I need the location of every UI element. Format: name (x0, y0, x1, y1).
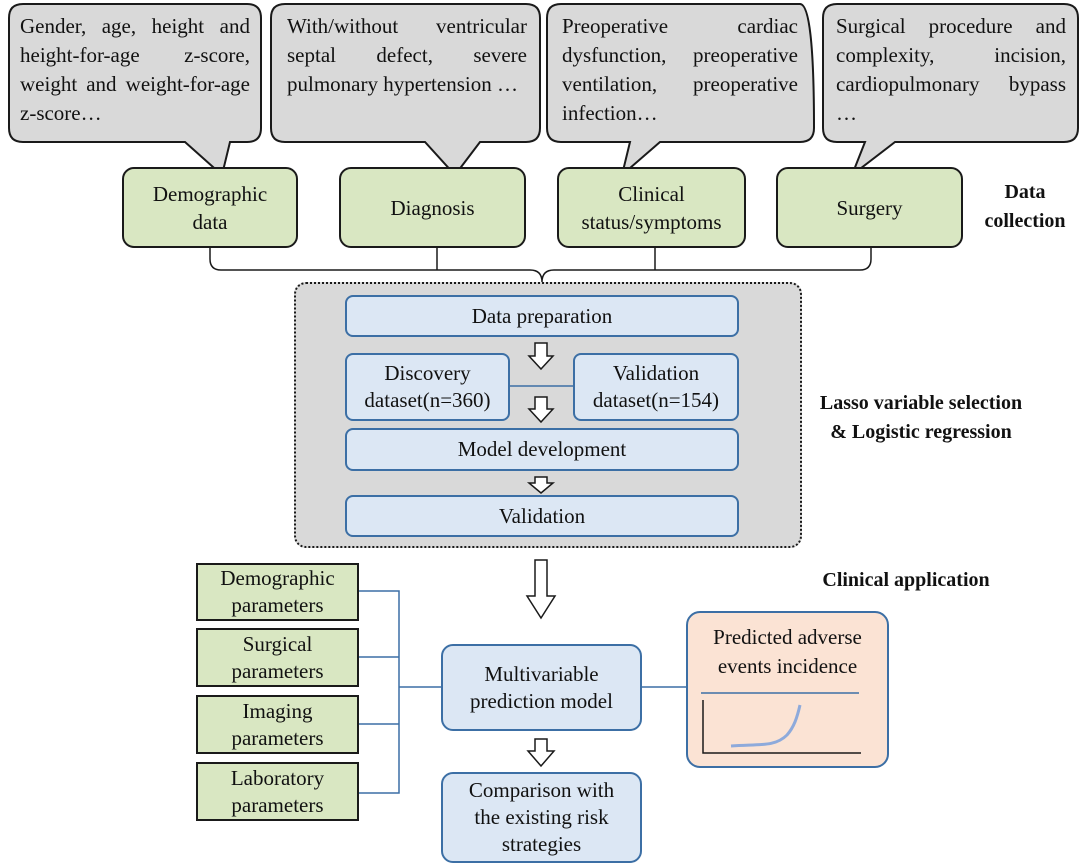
box-clinical-status: Clinical status/symptoms (557, 167, 746, 248)
box-imaging-parameters: Imaging parameters (196, 695, 359, 754)
box-discovery-dataset: Discovery dataset(n=360) (345, 353, 510, 421)
box-model-development: Model development (345, 428, 739, 471)
box-predicted-incidence (686, 611, 889, 768)
arrow-panel-to-application (525, 559, 557, 620)
speech-bubble-clinical (546, 3, 816, 178)
predicted-curve (730, 704, 802, 748)
label-lasso-logistic: Lasso variable selection & Logistic regr… (819, 392, 1023, 443)
arrow-datasets-to-development (527, 396, 555, 424)
box-data-preparation: Data preparation (345, 295, 739, 337)
label-clinical-application: Clinical application (822, 569, 990, 591)
box-surgical-parameters: Surgical parameters (196, 628, 359, 687)
predicted-incidence-title: Predicted adverse events incidence (713, 625, 862, 678)
box-demographic-data: Demographic data (122, 167, 298, 248)
speech-bubble-diagnosis (270, 3, 541, 177)
predicted-axes (702, 700, 861, 754)
label-data-collection: Data collection (984, 181, 1066, 232)
box-validation: Validation (345, 495, 739, 537)
arrow-model-to-comparison (526, 738, 556, 768)
box-diagnosis: Diagnosis (339, 167, 526, 248)
bubble-text-demographic: Gender, age, height and height-for-age z… (20, 14, 250, 125)
box-validation-dataset: Validation dataset(n=154) (573, 353, 739, 421)
box-laboratory-parameters: Laboratory parameters (196, 762, 359, 821)
speech-bubble-surgery (822, 3, 1079, 178)
bubble-text-clinical: Preoperative cardiac dysfunction, preope… (562, 14, 798, 125)
bubble-text-surgery: Surgical procedure and complexity, incis… (836, 14, 1066, 125)
arrow-prep-to-datasets (527, 342, 555, 371)
box-prediction-model: Multivariable prediction model (441, 644, 642, 731)
arrow-development-to-validation (526, 476, 556, 494)
parameters-bracket (359, 590, 441, 794)
bubble-text-diagnosis: With/without ventricular septal defect, … (287, 14, 527, 96)
speech-bubble-demographic (8, 3, 262, 177)
box-comparison: Comparison with the existing risk strate… (441, 772, 642, 863)
box-surgery: Surgery (776, 167, 963, 248)
box-demographic-parameters: Demographic parameters (196, 563, 359, 621)
